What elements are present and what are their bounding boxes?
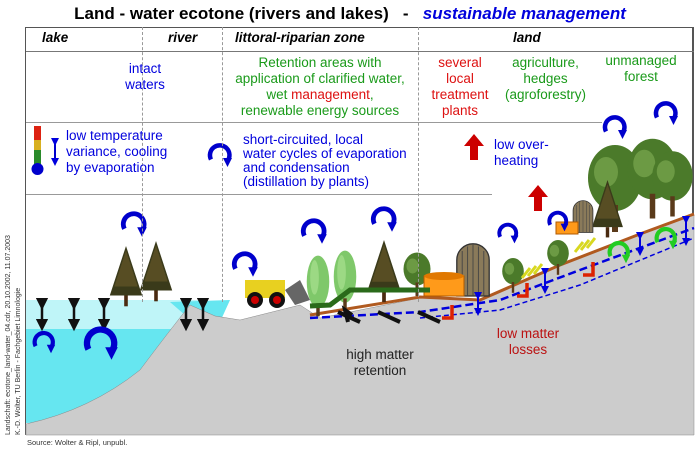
retention-arrows (337, 305, 441, 324)
label-line: application of clarified water, (235, 71, 405, 86)
label-line: short-circuited, local (243, 132, 364, 147)
label-highlight: management (291, 87, 370, 102)
label-line: waters (125, 77, 165, 92)
label-line: (agroforestry) (504, 87, 587, 102)
label-line: several (438, 55, 482, 70)
row-divider (26, 194, 492, 195)
high-matter-retention-label: high matter retention (330, 347, 430, 379)
treatment-plants-label: several local treatment plants (425, 55, 495, 119)
label-line: wet management, (220, 87, 420, 103)
label-line: high matter (346, 347, 414, 362)
label-line: low temperature (66, 128, 163, 143)
water-cycle-icon (656, 103, 678, 125)
agro-hedge-strips (520, 237, 597, 279)
label-line: forest (624, 69, 658, 84)
label-line: water cycles of evaporation (243, 146, 407, 161)
agriculture-label: agriculture, hedges (agroforestry) (498, 55, 593, 103)
low-matter-losses-label: low matter losses (478, 326, 578, 358)
matter-loss-arrows (442, 262, 595, 320)
credit-line-2: K.-D. Wolter, TU Berlin - Fachgebiet Lim… (15, 288, 22, 435)
label-text: , (369, 87, 374, 102)
water-cycle-icon (123, 214, 147, 237)
water-cycle-icon (497, 222, 521, 246)
label-line: intact (128, 61, 162, 76)
clarified-water-pipe (309, 287, 430, 309)
low-temperature-label: low temperature variance, cooling by eva… (66, 128, 196, 176)
water-cycle-icon (373, 209, 397, 232)
label-line: and condensation (243, 160, 350, 175)
unmanaged-forest-label: unmanaged forest (596, 53, 686, 85)
conifer-tree (367, 240, 401, 303)
title-separator: - (402, 4, 409, 23)
label-line: agriculture, (512, 55, 579, 70)
label-line: renewable energy sources (240, 103, 400, 118)
heat-arrow-icon (464, 134, 548, 211)
water-cycle-legend-icon (210, 145, 232, 167)
label-line: retention (353, 363, 407, 378)
water-cycle-icon (234, 254, 258, 277)
header-divider (26, 51, 694, 52)
label-line: by evaporation (66, 160, 155, 175)
evaporation-arrows (35, 297, 210, 332)
column-divider (142, 27, 143, 302)
column-divider (222, 27, 223, 302)
label-line: hedges (523, 71, 568, 86)
zone-header-river: river (168, 30, 198, 45)
label-text: wet (266, 87, 292, 102)
intact-waters-label: intact waters (120, 61, 170, 93)
zone-header-littoral: littoral-riparian zone (235, 30, 365, 45)
label-line: heating (494, 153, 539, 168)
water-cycle-icon (605, 117, 627, 139)
label-line: treatment (431, 87, 489, 102)
label-line: (distillation by plants) (243, 174, 370, 189)
label-line: losses (508, 342, 548, 357)
forest-tree (652, 151, 693, 217)
label-line: low matter (496, 326, 560, 341)
label-line: plants (441, 103, 479, 118)
label-line: Retention areas with (258, 55, 382, 70)
label-line: low over- (494, 137, 549, 152)
soil-layer (309, 212, 695, 317)
water-cycles-label: short-circuited, local water cycles of e… (243, 133, 443, 189)
row-divider (26, 122, 602, 123)
soil-water-arrows (474, 216, 690, 316)
title-subtitle: sustainable management (422, 4, 626, 23)
zone-header-lake: lake (42, 30, 69, 45)
label-line: unmanaged (605, 53, 677, 68)
label-line: local (446, 71, 474, 86)
page-title: Land - water ecotone (rivers and lakes) … (0, 4, 700, 24)
low-overheating-label: low over- heating (494, 137, 574, 169)
source-note: Source: Wolter & Ripl, unpubl. (27, 438, 128, 447)
zone-header-land: land (513, 30, 541, 45)
tractor (245, 280, 310, 308)
groundwater-line-lower (419, 237, 695, 319)
column-divider (418, 27, 419, 302)
conifer-tree (139, 241, 173, 302)
credit-line-1: Landschaft: ecotone_land-water_04.cdr, 2… (5, 235, 12, 435)
retention-areas-label: Retention areas with application of clar… (220, 55, 420, 119)
label-line: variance, cooling (66, 144, 168, 159)
conifer-tree (109, 246, 143, 307)
credit-text: Landschaft: ecotone_land-water_04.cdr, 2… (5, 235, 22, 435)
title-main: Land - water ecotone (rivers and lakes) (74, 4, 389, 23)
thermometer-icon (31, 126, 44, 175)
water-cycle-icon (303, 221, 327, 244)
